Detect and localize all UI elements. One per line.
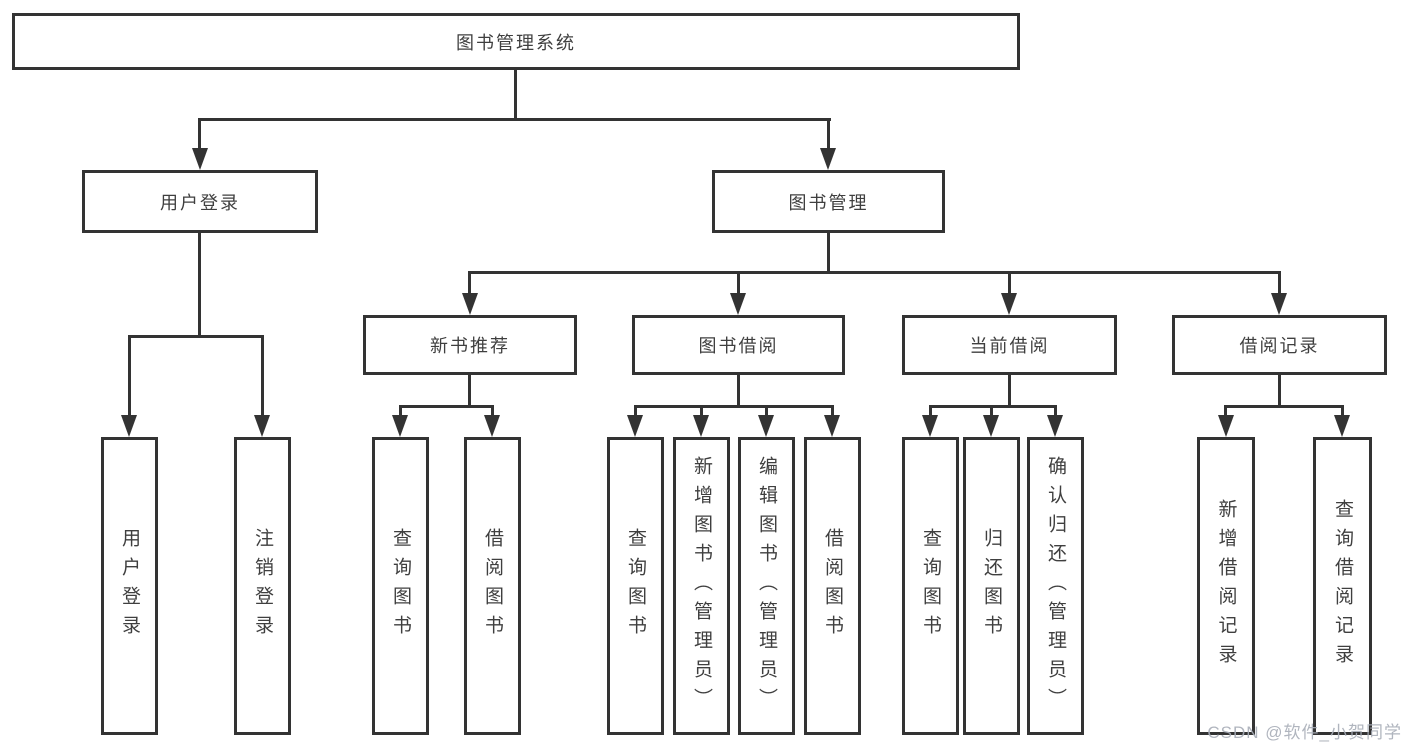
connector-line [1278,271,1281,297]
arrowhead-icon [1271,293,1287,315]
node-new-book-recommend-label: 新书推荐 [430,336,510,356]
connector-line [198,118,831,121]
arrowhead-icon [758,415,774,437]
node-borrowing-records: 借阅记录 [1172,315,1387,375]
connector-line [700,405,703,419]
connector-line [1224,405,1344,408]
arrowhead-icon [693,415,709,437]
leaf-borrow-books-label: 借阅图书 [822,528,843,644]
leaf-confirm-return-admin-label: 确认归还（管理员） [1045,455,1066,717]
arrowhead-icon [121,415,137,437]
connector-line [399,405,494,408]
arrowhead-icon [192,148,208,170]
arrowhead-icon [392,415,408,437]
leaf-query-books-current-label: 查询图书 [920,528,941,644]
connector-line [634,405,834,408]
connector-line [128,335,264,338]
arrowhead-icon [983,415,999,437]
connector-line [831,405,834,419]
leaf-add-books-admin: 新增图书（管理员） [673,437,730,735]
node-current-borrowing: 当前借阅 [902,315,1117,375]
connector-line [198,233,201,338]
connector-line [990,405,993,419]
connector-line [1224,405,1227,419]
connector-line [514,70,517,118]
leaf-edit-books-admin: 编辑图书（管理员） [738,437,795,735]
connector-line [1008,375,1011,408]
connector-line [198,118,201,150]
node-book-management: 图书管理 [712,170,945,233]
connector-line [399,405,402,419]
leaf-query-borrow-record: 查询借阅记录 [1313,437,1372,735]
leaf-add-borrow-record: 新增借阅记录 [1197,437,1255,735]
arrowhead-icon [1218,415,1234,437]
connector-line [261,335,264,417]
node-book-borrowing-label: 图书借阅 [698,336,779,356]
node-borrowing-records-label: 借阅记录 [1239,336,1320,356]
leaf-query-books-recommend: 查询图书 [372,437,429,735]
connector-line [468,375,471,408]
arrowhead-icon [484,415,500,437]
leaf-user-login: 用户登录 [101,437,158,735]
leaf-return-books-label: 归还图书 [981,528,1002,644]
leaf-query-books-recommend-label: 查询图书 [390,528,411,644]
node-new-book-recommend: 新书推荐 [363,315,577,375]
arrowhead-icon [462,293,478,315]
leaf-query-books-borrowing-label: 查询图书 [625,528,646,644]
connector-line [1054,405,1057,419]
leaf-logout-label: 注销登录 [252,528,273,644]
leaf-borrow-books: 借阅图书 [804,437,861,735]
leaf-logout: 注销登录 [234,437,291,735]
connector-line [765,405,768,419]
node-current-borrowing-label: 当前借阅 [969,336,1050,356]
arrowhead-icon [627,415,643,437]
arrowhead-icon [1047,415,1063,437]
node-library-system-label: 图书管理系统 [456,32,576,53]
arrowhead-icon [922,415,938,437]
connector-line [468,271,1281,274]
arrowhead-icon [730,293,746,315]
arrowhead-icon [820,148,836,170]
arrowhead-icon [1001,293,1017,315]
leaf-query-borrow-record-label: 查询借阅记录 [1332,499,1353,673]
connector-line [827,233,830,274]
node-book-borrowing: 图书借阅 [632,315,845,375]
node-user-login: 用户登录 [82,170,318,233]
connector-line [468,271,471,297]
leaf-confirm-return-admin: 确认归还（管理员） [1027,437,1084,735]
leaf-borrow-books-recommend: 借阅图书 [464,437,521,735]
connector-line [929,405,1057,408]
arrowhead-icon [1334,415,1350,437]
arrowhead-icon [824,415,840,437]
leaf-return-books: 归还图书 [963,437,1020,735]
leaf-query-books-current: 查询图书 [902,437,959,735]
csdn-watermark: CSDN @软件_小贺同学 [1207,723,1402,742]
leaf-add-borrow-record-label: 新增借阅记录 [1215,499,1237,673]
connector-line [929,405,932,419]
connector-line [737,271,740,297]
connector-line [634,405,637,419]
leaf-user-login-label: 用户登录 [119,528,140,644]
node-user-login-label: 用户登录 [160,192,240,213]
connector-line [737,375,740,408]
arrowhead-icon [254,415,270,437]
leaf-edit-books-admin-label: 编辑图书（管理员） [756,455,777,717]
node-book-management-label: 图书管理 [788,192,869,213]
connector-line [1341,405,1344,419]
leaf-add-books-admin-label: 新增图书（管理员） [691,455,712,717]
connector-line [491,405,494,419]
connector-line [1278,375,1281,408]
connector-line [128,335,131,417]
leaf-borrow-books-recommend-label: 借阅图书 [482,528,503,644]
connector-line [1008,271,1011,297]
connector-line [827,118,830,150]
node-library-system: 图书管理系统 [12,13,1020,70]
leaf-query-books-borrowing: 查询图书 [607,437,664,735]
